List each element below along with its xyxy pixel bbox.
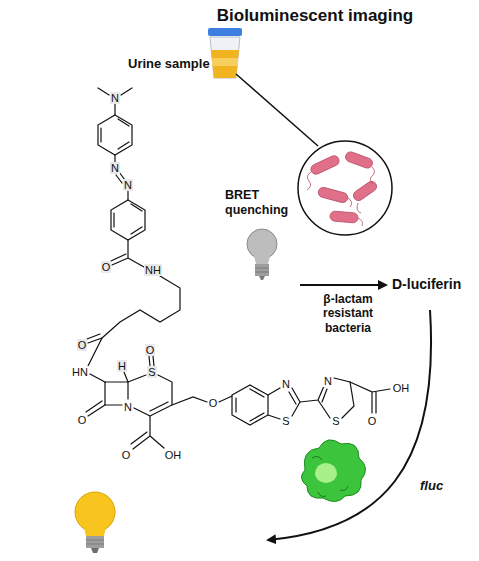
title: Bioluminescent imaging xyxy=(217,6,413,26)
chemical-bonds-part xyxy=(232,385,268,425)
grey-bulb xyxy=(247,229,277,280)
bacteria-circle-part-part xyxy=(307,172,311,190)
atom-label: O xyxy=(101,261,112,273)
chemical-bonds-part xyxy=(172,396,232,405)
chemical-bonds-part xyxy=(111,240,144,267)
chemical-bonds-part xyxy=(111,200,145,240)
sample-line xyxy=(236,74,318,146)
fluc-arrow xyxy=(268,310,431,540)
chemical-bonds-part xyxy=(98,88,132,115)
urine-cup-part xyxy=(210,37,240,78)
atom-label: N xyxy=(110,162,120,174)
bacteria-circle-part-part xyxy=(351,179,378,202)
luciferase-enzyme xyxy=(301,440,365,502)
bacteria-circle-part-part xyxy=(358,218,363,226)
chemical-bonds-part xyxy=(101,119,129,149)
atom-label: S xyxy=(147,366,156,378)
atom-label: N xyxy=(123,401,133,413)
chemical-bonds-part xyxy=(350,382,390,413)
grey-bulb-part xyxy=(255,264,269,276)
atom-label: N xyxy=(110,92,120,104)
chemical-bonds-part xyxy=(114,204,142,234)
atom-label: HN xyxy=(71,366,89,378)
atom-label: O xyxy=(367,415,378,427)
chemical-bonds-part xyxy=(236,389,264,421)
luciferase-enzyme-part xyxy=(312,456,348,496)
bacteria-circle-part-part xyxy=(344,151,374,170)
chemical-bonds-part xyxy=(134,375,172,416)
atom-label: OH xyxy=(392,382,411,394)
chemical-bonds-part xyxy=(102,276,180,338)
yellow-bulb-part xyxy=(75,492,115,532)
yellow-bulb xyxy=(75,492,115,553)
yellow-bulb-part xyxy=(91,548,99,553)
atom-label: O xyxy=(77,414,88,426)
atom-label: NH xyxy=(144,264,162,276)
urine-cup-part xyxy=(211,50,239,78)
bacteria-circle xyxy=(298,141,392,235)
bacteria-circle-part-part xyxy=(370,167,374,184)
bacteria-circle-part-part xyxy=(330,211,359,223)
atom-label: O xyxy=(145,344,156,356)
chemical-bonds xyxy=(86,88,390,449)
atom-label: O xyxy=(77,339,88,351)
bacteria-circle-part-part xyxy=(309,154,340,176)
atom-label: N xyxy=(123,179,133,191)
bacteria-circle-part-part xyxy=(348,198,352,207)
grey-bulb-part xyxy=(255,268,269,272)
atom-label: N xyxy=(281,378,291,390)
atom-label: OH xyxy=(164,449,183,461)
luciferase-enzyme-part xyxy=(301,440,365,502)
chemical-bonds-part xyxy=(124,372,146,382)
grey-bulb-part xyxy=(254,256,270,264)
urine-cup-part xyxy=(212,58,238,66)
bacteria-circle-part xyxy=(309,151,378,224)
grey-bulb-part xyxy=(247,229,277,259)
yellow-bulb-part xyxy=(86,536,104,548)
luciferase-enzyme-part xyxy=(315,463,337,483)
bret-region: BRET quenching xyxy=(5,92,305,382)
annotation: β-lactam resistant bacteria xyxy=(300,292,396,335)
region-fill xyxy=(5,92,305,382)
chemical-bonds-part xyxy=(98,115,132,155)
chemical-bonds-part xyxy=(87,334,102,366)
chemical-bonds-part xyxy=(149,356,154,366)
atom-label: S xyxy=(281,415,290,427)
node-label: BRET quenching xyxy=(225,188,303,218)
atom-label: N xyxy=(323,375,333,387)
bacteria-circle-part xyxy=(298,141,392,235)
atom-label: O xyxy=(121,449,132,461)
annotation: D-luciferin xyxy=(392,276,461,293)
bacteria-circle-part xyxy=(307,167,375,226)
yellow-bulb-part xyxy=(86,540,104,544)
label-holder: BRET quenching xyxy=(225,188,303,218)
bacteria-circle-part-part xyxy=(317,186,349,203)
chemical-bonds-part xyxy=(131,416,164,449)
grey-bulb-part xyxy=(259,276,265,280)
atom-label: S xyxy=(331,415,340,427)
urine-cup-part xyxy=(208,28,242,36)
atom-label: H xyxy=(117,360,127,372)
chemical-bonds-part xyxy=(86,401,105,416)
bacteria-circle-part-part xyxy=(357,203,361,213)
yellow-bulb-part xyxy=(84,527,106,536)
annotation: Urine sample xyxy=(128,56,210,72)
region-outline xyxy=(5,92,305,382)
atom-label: O xyxy=(208,397,219,409)
chemical-bonds-part xyxy=(127,190,128,200)
chemical-bonds-part xyxy=(90,374,105,382)
annotation: fluc xyxy=(420,478,443,494)
reaction-arrow xyxy=(300,284,386,286)
urine-cup xyxy=(208,28,242,78)
